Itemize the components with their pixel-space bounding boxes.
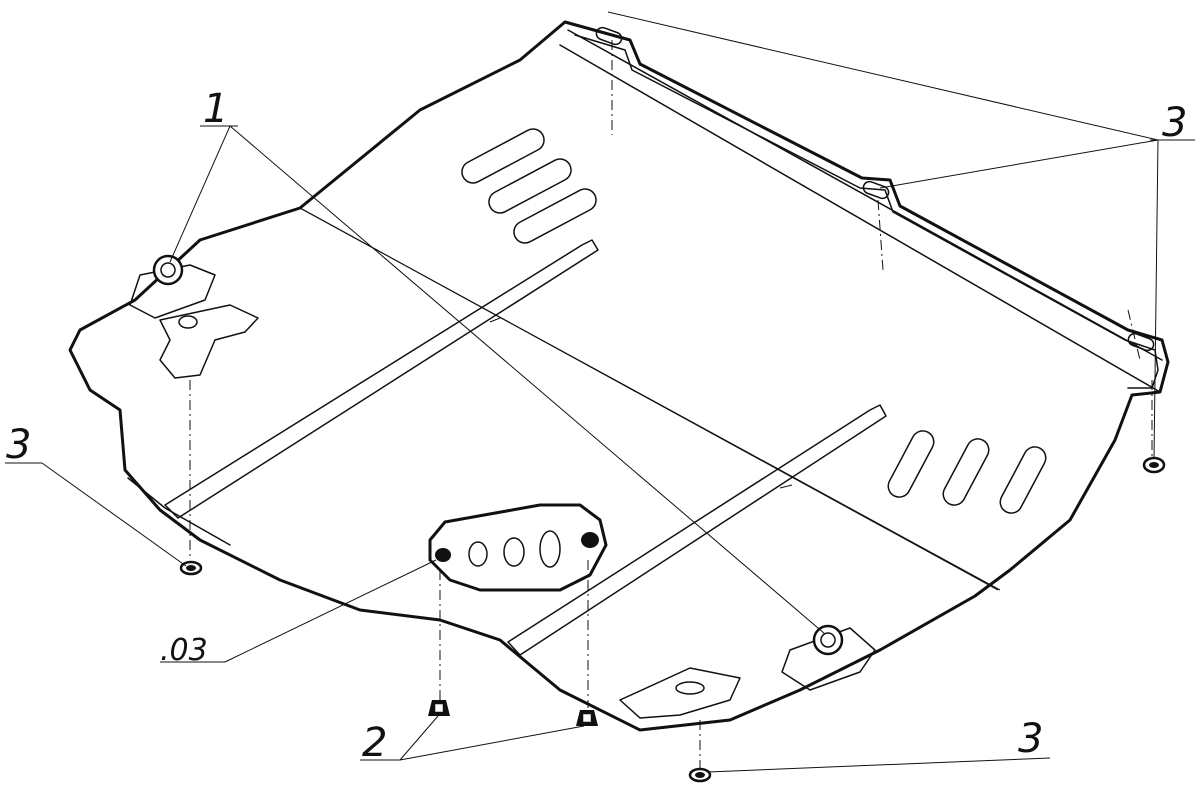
bracket-right [619,624,876,719]
callout-part-1: 1 [203,86,228,132]
fasteners [179,456,1166,783]
vent-slots [461,128,1047,514]
callout-part-2: 2 [362,720,387,766]
callout-part-3-top-right: 3 [1162,100,1187,146]
cover-plate [428,503,608,592]
leader-lines [5,11,1195,773]
callout-part-03: .03 [160,633,208,668]
callout-part-3-left: 3 [6,422,31,468]
callouts: 1 3 3 .03 2 3 [6,86,1187,766]
stiffening-ribs [164,239,887,656]
callout-part-3-bottom: 3 [1018,716,1043,762]
assembly-axes [189,40,1153,768]
skid-plate [68,20,1170,732]
bracket-left [129,254,259,379]
flange-slots [595,26,1155,352]
